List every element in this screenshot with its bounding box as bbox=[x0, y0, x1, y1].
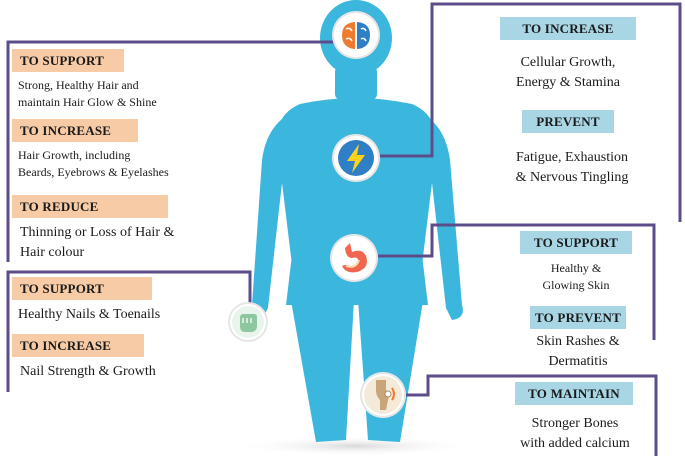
hair-increase-text: Hair Growth, including Beards, Eyebrows … bbox=[18, 148, 169, 179]
skin-support-text: Healthy & Glowing Skin bbox=[542, 261, 610, 292]
floor-shadow bbox=[235, 436, 475, 456]
knee-joint-icon bbox=[362, 374, 404, 416]
bones-maintain-text: Stronger Bones with added calcium bbox=[520, 416, 630, 451]
skin-prevent-text: Skin Rashes & Dermatitis bbox=[536, 334, 620, 369]
human-silhouette bbox=[251, 0, 463, 442]
lightning-icon bbox=[334, 136, 378, 180]
nails-support-tag: TO SUPPORT bbox=[12, 277, 152, 300]
hair-increase-tag: TO INCREASE bbox=[12, 119, 138, 142]
nails-increase-text: Nail Strength & Growth bbox=[20, 364, 156, 379]
nails-increase-tag: TO INCREASE bbox=[12, 334, 144, 357]
energy-prevent-tag: PREVENT bbox=[522, 110, 614, 133]
energy-increase-text: Cellular Growth, Energy & Stamina bbox=[516, 55, 620, 90]
hair-support-tag: TO SUPPORT bbox=[12, 49, 124, 72]
skin-support-tag: TO SUPPORT bbox=[520, 231, 632, 254]
energy-increase-tag: TO INCREASE bbox=[500, 17, 636, 40]
energy-prevent-text: Fatigue, Exhaustion & Nervous Tingling bbox=[515, 150, 629, 185]
hair-reduce-tag: TO REDUCE bbox=[12, 195, 168, 218]
skin-prevent-tag: TO PREVENT bbox=[530, 306, 626, 329]
hair-support-text: Strong, Healthy Hair and maintain Hair G… bbox=[18, 78, 157, 109]
hair-reduce-text: Thinning or Loss of Hair & Hair colour bbox=[20, 225, 175, 260]
connector-lines bbox=[6, 2, 682, 456]
bones-maintain-tag: TO MAINTAIN bbox=[515, 382, 633, 405]
nails-support-text: Healthy Nails & Toenails bbox=[18, 307, 161, 322]
brain-icon bbox=[334, 13, 378, 57]
stomach-icon bbox=[332, 236, 376, 280]
hand-icon bbox=[230, 304, 266, 340]
